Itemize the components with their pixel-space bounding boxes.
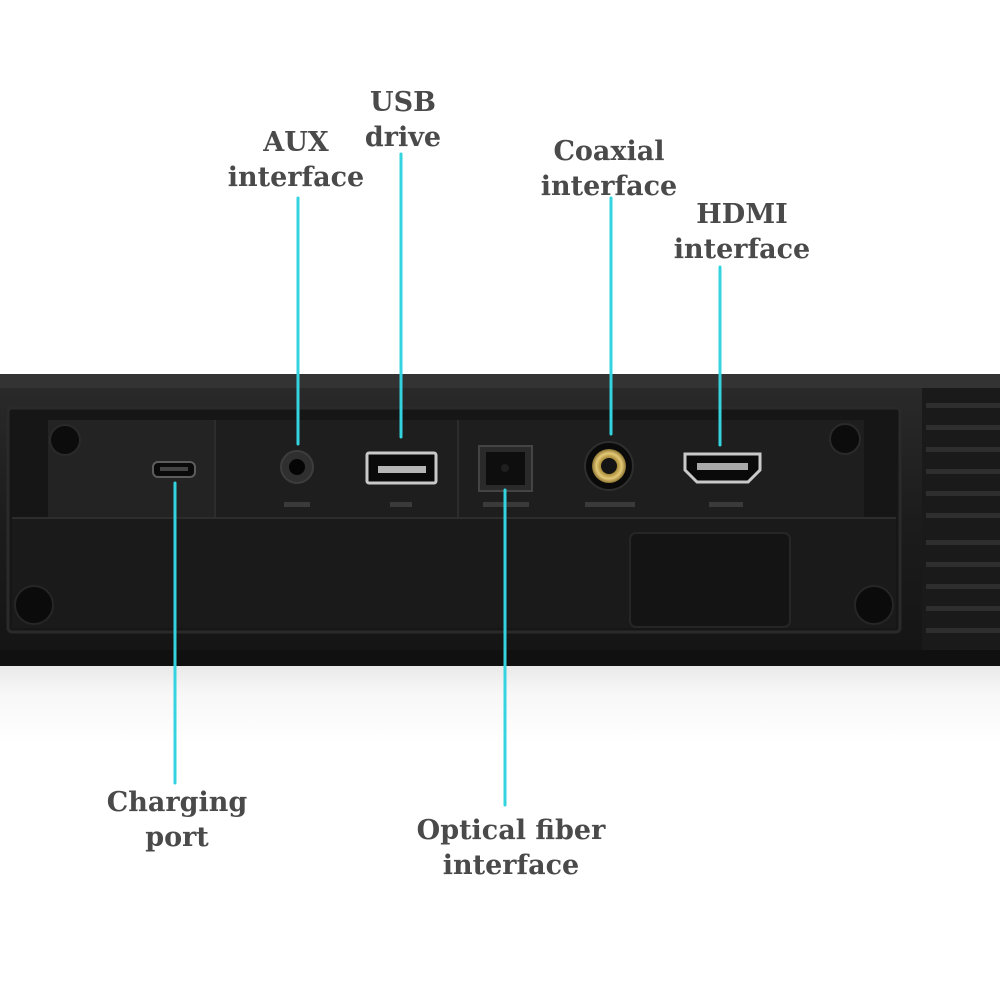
hdmi-port-icon (683, 452, 762, 484)
coaxial-callout-label: Coaxial interface (541, 134, 678, 204)
usb-label-line1: USB (370, 87, 436, 118)
charging-label-line2: port (145, 822, 209, 853)
optical-callout-label: Optical fiber interface (417, 813, 606, 883)
coaxial-label-line2: interface (540, 171, 678, 202)
micro-usb-port-icon (152, 461, 196, 478)
charging-label-line1: Charging (106, 787, 248, 818)
side-vents (922, 388, 1000, 650)
coaxial-label-line1: Coaxial (553, 136, 665, 167)
label-plate (629, 532, 791, 628)
hdmi-label-line2: interface (673, 234, 811, 265)
charging-callout-label: Charging port (107, 785, 247, 855)
aux-label-line2: interface (227, 162, 365, 193)
aux-jack-icon (280, 450, 314, 484)
soundbar-top-edge (0, 374, 1000, 388)
hdmi-callout-label: HDMI interface (674, 197, 811, 267)
optical-label-line1: Optical fiber (416, 815, 606, 846)
hdmi-label-line1: HDMI (696, 199, 788, 230)
soundbar-bottom-edge (0, 650, 1000, 666)
aux-label-line1: AUX (263, 127, 329, 158)
usb-label-line2: drive (364, 122, 442, 153)
leader-lines (173, 152, 722, 807)
coaxial-rca-port-icon (584, 441, 634, 491)
aux-callout-label: AUX interface (228, 125, 365, 195)
floor-shadow (0, 665, 1000, 745)
usb-callout-label: USB drive (365, 85, 441, 155)
optical-label-line2: interface (442, 850, 580, 881)
screw-holes (14, 423, 894, 625)
optical-toslink-port-icon (478, 445, 533, 492)
usb-a-port-icon (365, 451, 438, 485)
